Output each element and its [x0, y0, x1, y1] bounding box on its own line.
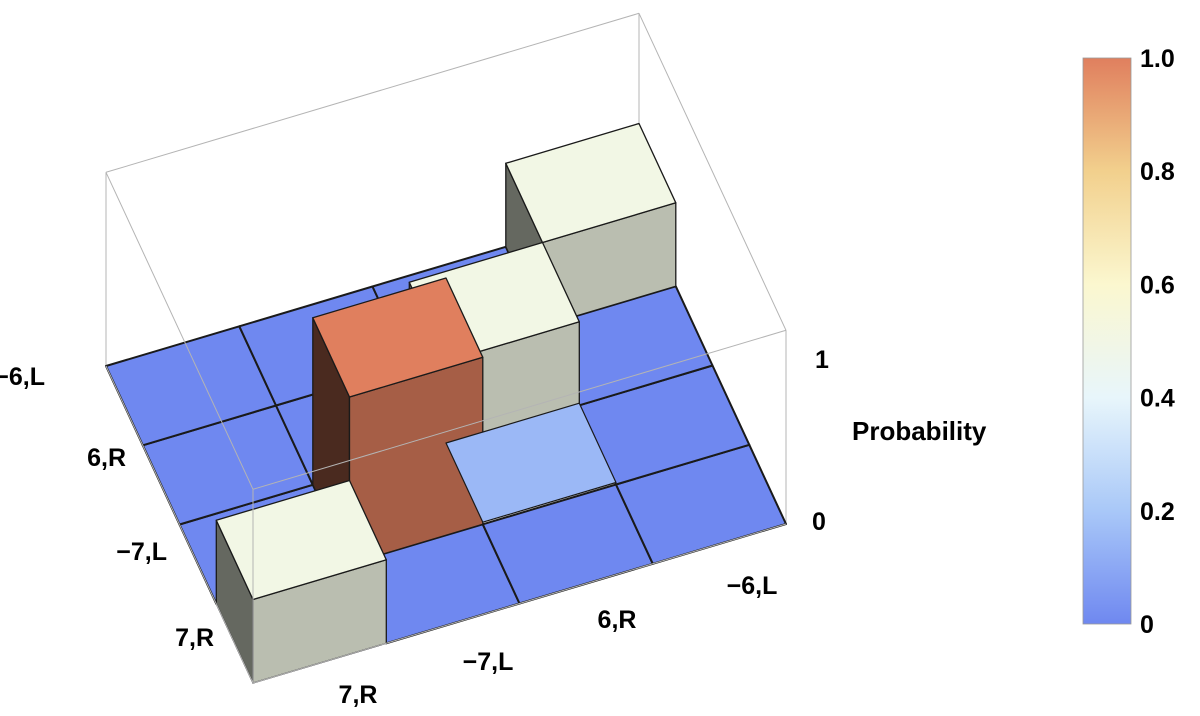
row-tick-labels: −6,L 6,R −7,L 7,R — [0, 363, 214, 652]
bounding-box-front — [105, 172, 787, 684]
col-tick-label: −7,L — [463, 648, 514, 676]
colorbar-tick-label: 0.8 — [1140, 158, 1175, 186]
box-edge — [105, 172, 254, 490]
colorbar-tick-label: 0.6 — [1140, 271, 1175, 299]
bar-top — [215, 479, 387, 601]
bar-top — [505, 122, 677, 244]
bars — [215, 122, 677, 684]
z-tick-label: 0 — [812, 508, 826, 536]
bar-top — [445, 402, 617, 523]
col-tick-label: −6,L — [727, 572, 778, 600]
box-edge — [105, 12, 640, 173]
row-tick-label: 6,R — [87, 444, 126, 472]
colorbar: 0 0.2 0.4 0.6 0.8 1.0 — [1082, 45, 1175, 639]
box-edge — [252, 523, 787, 684]
row-tick-label: 7,R — [175, 624, 214, 652]
colorbar-tick-label: 1.0 — [1140, 45, 1175, 73]
z-axis: 1 0 Probability — [812, 346, 987, 536]
colorbar-tick-label: 0.2 — [1140, 498, 1175, 526]
row-tick-label: −7,L — [116, 538, 167, 566]
box-edge — [638, 13, 787, 331]
z-axis-title: Probability — [852, 416, 987, 446]
row-tick-label: −6,L — [0, 363, 45, 391]
colorbar-ticks: 0 0.2 0.4 0.6 0.8 1.0 — [1140, 45, 1175, 639]
box-edge — [105, 365, 254, 684]
col-tick-label: 7,R — [339, 681, 378, 709]
colorbar-tick-label: 0.4 — [1140, 385, 1175, 413]
bar-top — [312, 277, 484, 398]
z-tick-label: 1 — [815, 346, 829, 374]
col-tick-labels: 7,R −7,L 6,R −6,L — [339, 572, 778, 709]
bar — [445, 402, 617, 523]
colorbar-gradient — [1082, 57, 1132, 625]
bar — [215, 479, 387, 684]
colorbar-tick-label: 0 — [1140, 611, 1154, 639]
col-tick-label: 6,R — [598, 606, 637, 634]
box-edge — [252, 329, 787, 490]
